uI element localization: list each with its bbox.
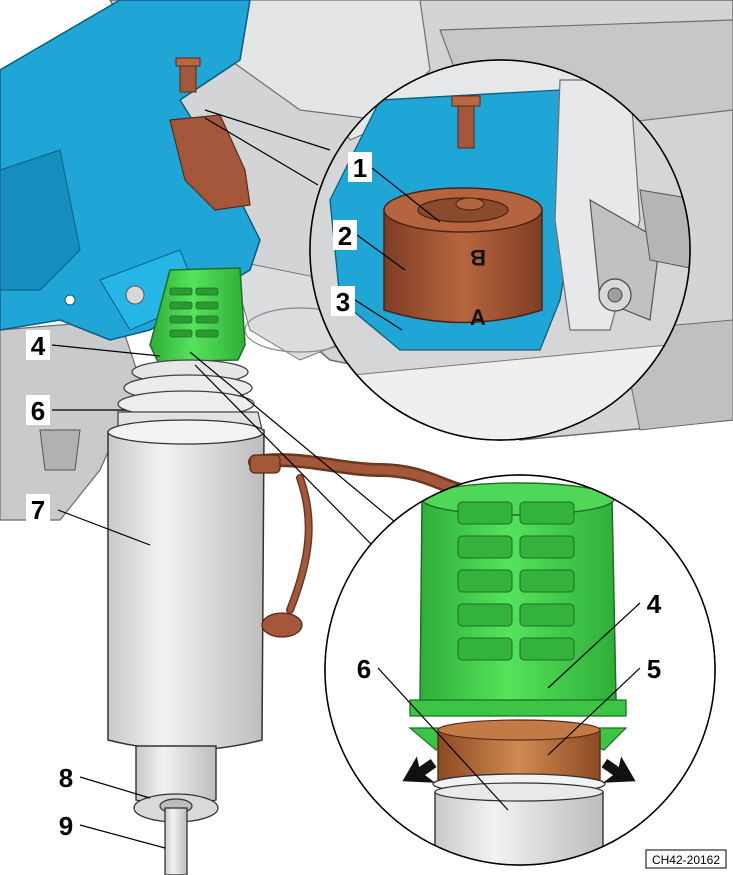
marking-b: B <box>470 245 486 270</box>
callout-4: 4 <box>26 330 50 361</box>
callout-6-detail: 6 <box>352 653 376 684</box>
arrow-right-icon <box>601 756 636 783</box>
callout-2: 2 <box>333 220 357 251</box>
callout-6-label: 6 <box>31 396 45 426</box>
callout-6: 6 <box>26 395 50 426</box>
callout-7: 7 <box>26 494 50 525</box>
callout-9: 9 <box>54 810 78 841</box>
shock-absorber <box>107 359 265 875</box>
callout-7-label: 7 <box>31 495 45 525</box>
figure-code: CH42-20162 <box>652 853 720 867</box>
sensor-cable <box>248 453 467 638</box>
callout-1-label: 1 <box>353 153 367 183</box>
leader-lines <box>51 167 641 849</box>
callout-1: 1 <box>348 152 372 183</box>
callout-8-label: 8 <box>59 763 73 793</box>
callout-4-detail-label: 4 <box>647 589 662 619</box>
marking-a: A <box>470 305 486 330</box>
callout-4-label: 4 <box>31 331 46 361</box>
rubber-boot-main <box>149 267 246 363</box>
callout-5-label: 5 <box>647 654 661 684</box>
bushing-main <box>169 57 251 211</box>
callout-3-label: 3 <box>336 287 350 317</box>
callout-5: 5 <box>642 653 666 684</box>
figure-code-box: CH42-20162 <box>645 849 727 869</box>
callout-2-label: 2 <box>338 221 352 251</box>
callout-9-label: 9 <box>59 811 73 841</box>
detail-circle-top: B A <box>204 59 691 441</box>
arrow-left-icon <box>402 756 437 783</box>
callout-4-detail: 4 <box>642 588 666 619</box>
callout-3: 3 <box>331 286 355 317</box>
detail-circle-bottom <box>189 351 716 866</box>
callout-6-detail-label: 6 <box>357 654 371 684</box>
callout-8: 8 <box>54 762 78 793</box>
